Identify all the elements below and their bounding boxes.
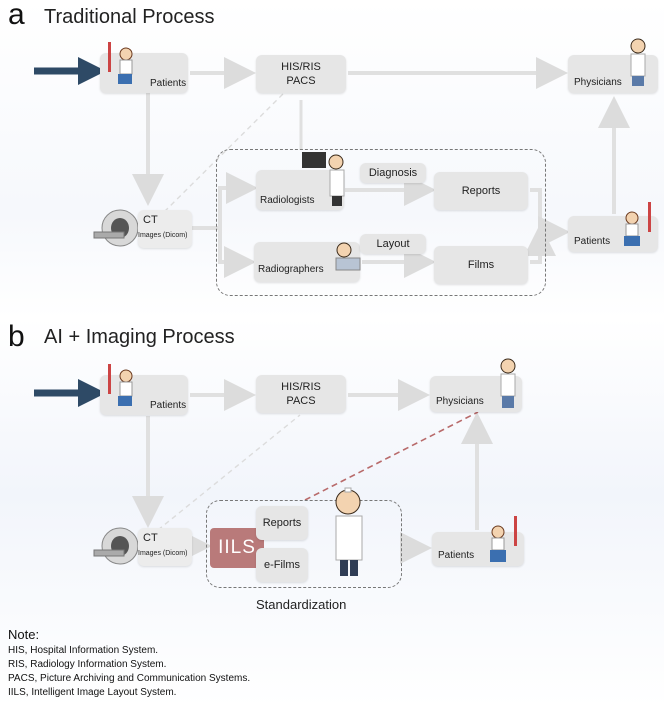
layout-label-a: Layout: [376, 238, 410, 250]
arrow-ct-radiologists-a: [190, 172, 258, 230]
note-line: PACS, Picture Archiving and Communicatio…: [8, 673, 251, 684]
patients-out-label-a: Patients: [574, 236, 611, 247]
ct-scanner-icon-a: [92, 208, 139, 248]
radiographer-figure-icon-a: [330, 240, 364, 274]
dashed-ct-his-b: [157, 414, 301, 531]
dashed-iils-physicians-b: [304, 411, 479, 501]
physician-figure-icon-a: [624, 36, 654, 88]
radiologist-figure-icon-a: [300, 150, 350, 208]
reports-label-b: Reports: [262, 517, 302, 529]
standardization-label: Standardization: [256, 597, 347, 612]
patients-out-box-b: Patients: [432, 532, 524, 566]
images-label-a: Images (Dicom): [138, 232, 188, 239]
films-label-a: Films: [467, 259, 495, 271]
patients-label-b: Patients: [150, 400, 187, 411]
patient-out-figure-icon-a: [618, 200, 658, 250]
panel-letter-b: b: [8, 320, 25, 353]
note-block: Note: HIS, Hospital Information System. …: [8, 628, 250, 700]
radiographers-label-a: Radiographers: [258, 264, 324, 275]
layout-box-a: Layout: [360, 234, 426, 254]
radiology-group-frame-a: [216, 149, 546, 296]
ct-box-b: CT Images (Dicom): [138, 528, 192, 566]
ct-label-a: CT: [143, 214, 158, 226]
efilms-box-b: e-Films: [256, 548, 308, 582]
his-ris-label-a: HIS/RIS: [281, 61, 321, 73]
physician-figure-icon-b: [494, 356, 524, 410]
ct-box-a: CT Images (Dicom): [138, 210, 192, 248]
note-line: RIS, Radiology Information System.: [8, 659, 167, 670]
arrow-films-patients-a: [524, 224, 556, 264]
patients-label-a: Patients: [150, 78, 187, 89]
panel-title-a: Traditional Process: [44, 6, 215, 28]
panel-title-b: AI + Imaging Process: [44, 326, 235, 348]
films-box-a: Films: [434, 246, 528, 284]
patients-out-box-a: Patients: [568, 216, 658, 252]
arrow-ct-radiographers-a: [218, 228, 256, 278]
pacs-label-a: PACS: [286, 75, 316, 87]
note-heading: Note:: [8, 627, 40, 642]
patients-box-b: Patients: [100, 375, 188, 415]
reports-box-b: Reports: [256, 506, 308, 540]
radiologists-box-a: Radiologists: [256, 170, 344, 210]
diagnosis-label-a: Diagnosis: [368, 167, 418, 179]
efilms-label-b: e-Films: [263, 559, 301, 571]
radiologists-label-a: Radiologists: [260, 195, 315, 206]
dashed-ct-his-a: [157, 91, 286, 219]
images-label-b: Images (Dicom): [138, 550, 188, 557]
patient-figure-icon-b: [104, 362, 140, 412]
iils-group-frame-b: [206, 500, 402, 588]
reports-label-a: Reports: [461, 185, 501, 197]
patient-figure-icon-a: [104, 40, 140, 90]
ct-label-b: CT: [143, 532, 158, 544]
patients-box-a: Patients: [100, 53, 188, 93]
his-ris-pacs-box-b: HIS/RIS PACS: [256, 375, 346, 413]
ct-scanner-icon-b: [92, 526, 139, 566]
his-ris-pacs-box-a: HIS/RIS PACS: [256, 55, 346, 93]
doctor-figure-icon-b: [328, 486, 372, 578]
patient-out-figure-icon-b: [484, 514, 524, 566]
physicians-label-b: Physicians: [436, 396, 484, 407]
note-line: IILS, Intelligent Image Layout System.: [8, 687, 177, 698]
note-line: HIS, Hospital Information System.: [8, 645, 159, 656]
reports-box-a: Reports: [434, 172, 528, 210]
patients-out-label-b: Patients: [438, 550, 475, 561]
panel-letter-a: a: [8, 0, 25, 31]
his-ris-label-b: HIS/RIS: [281, 381, 321, 393]
physicians-label-a: Physicians: [574, 77, 622, 88]
diagnosis-box-a: Diagnosis: [360, 163, 426, 183]
pacs-label-b: PACS: [286, 395, 316, 407]
iils-box-b: IILS: [210, 528, 264, 568]
